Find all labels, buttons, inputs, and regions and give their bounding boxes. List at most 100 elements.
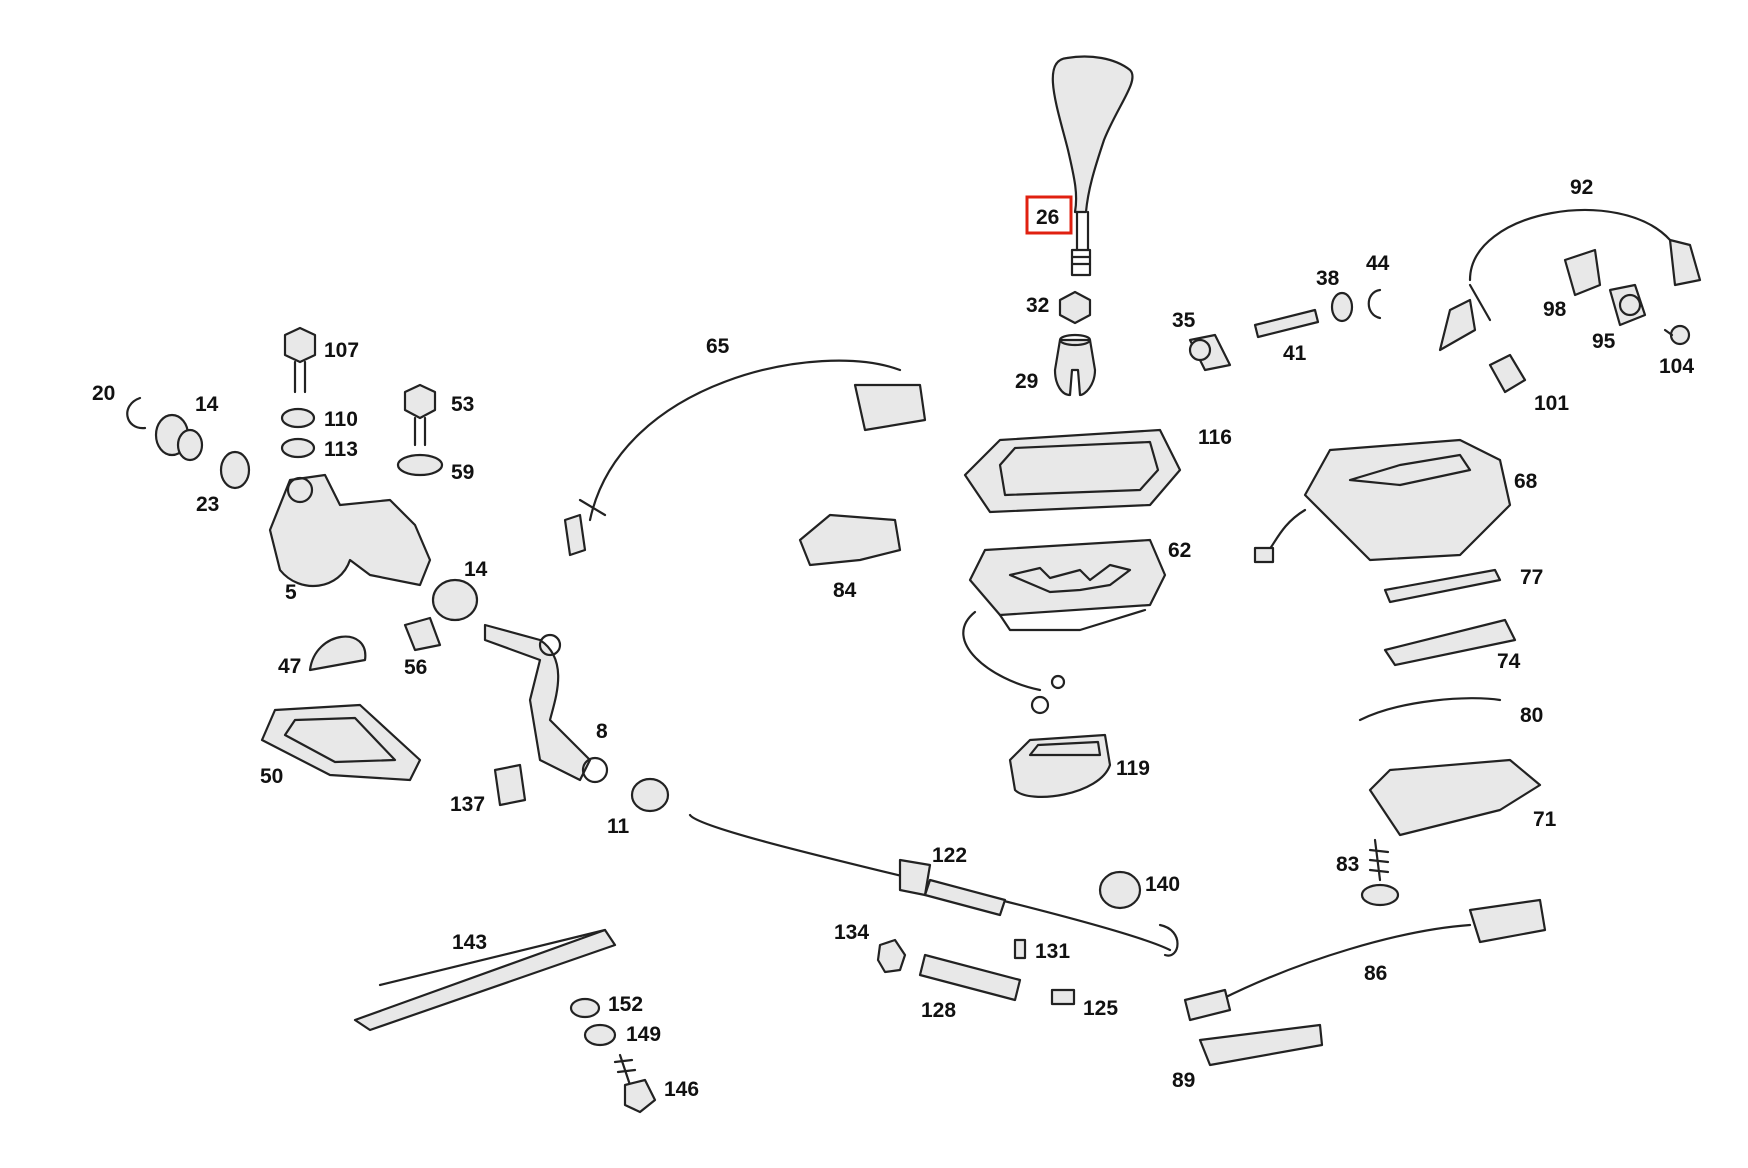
label-23[interactable]: 23	[196, 493, 219, 516]
label-134[interactable]: 134	[834, 921, 869, 944]
label-47[interactable]: 47	[278, 655, 301, 678]
part-131-clip[interactable]	[1013, 938, 1027, 960]
label-119[interactable]: 119	[1116, 757, 1150, 780]
part-137-clip[interactable]	[493, 763, 527, 807]
label-110[interactable]: 110	[324, 408, 358, 431]
part-5-bracket[interactable]	[268, 473, 432, 588]
part-122-rod[interactable]	[688, 813, 1179, 957]
label-50[interactable]: 50	[260, 765, 283, 788]
part-20-circlip[interactable]	[126, 396, 147, 430]
part-23-ring[interactable]	[219, 450, 251, 490]
part-134-nut[interactable]	[876, 938, 907, 974]
label-140[interactable]: 140	[1145, 873, 1180, 896]
label-137[interactable]: 137	[450, 793, 485, 816]
part-53-bolt[interactable]	[403, 383, 437, 447]
label-65[interactable]: 65	[706, 335, 730, 358]
part-74-strip[interactable]	[1383, 618, 1517, 667]
label-38[interactable]: 38	[1316, 267, 1340, 290]
label-41[interactable]: 41	[1283, 342, 1307, 365]
part-116-trim[interactable]	[963, 428, 1182, 514]
part-149-washer[interactable]	[583, 1023, 617, 1047]
part-38-washer[interactable]	[1330, 291, 1354, 323]
part-152-spring-washer[interactable]	[569, 997, 601, 1019]
label-20[interactable]: 20	[92, 382, 115, 405]
part-62-gate[interactable]	[962, 538, 1167, 715]
label-131[interactable]: 131	[1035, 940, 1070, 963]
part-84-bracket[interactable]	[798, 513, 902, 567]
part-140-bushing[interactable]	[1098, 870, 1142, 910]
part-41-pin[interactable]	[1253, 308, 1320, 339]
label-62[interactable]: 62	[1168, 539, 1191, 562]
part-107-bolt[interactable]	[283, 326, 317, 394]
part-26-shift-lever[interactable]	[1051, 55, 1134, 277]
label-83[interactable]: 83	[1336, 853, 1359, 876]
label-143[interactable]: 143	[452, 931, 487, 954]
label-5[interactable]: 5	[285, 581, 297, 604]
part-44-clip[interactable]	[1367, 288, 1382, 320]
label-122[interactable]: 122	[932, 844, 967, 867]
label-89[interactable]: 89	[1172, 1069, 1195, 1092]
part-92-cable[interactable]	[1438, 208, 1702, 352]
part-98-clip[interactable]	[1563, 248, 1602, 297]
part-128-pin[interactable]	[918, 953, 1022, 1002]
part-71-bracket[interactable]	[1368, 758, 1542, 837]
label-71[interactable]: 71	[1533, 808, 1557, 831]
part-65-cable[interactable]	[563, 359, 927, 557]
label-14b[interactable]: 14	[464, 558, 488, 581]
part-86-cable[interactable]	[1183, 898, 1547, 1022]
label-86[interactable]: 86	[1364, 962, 1387, 985]
part-89-bracket[interactable]	[1198, 1023, 1324, 1067]
label-80[interactable]: 80	[1520, 704, 1543, 727]
part-8-lever[interactable]	[483, 623, 609, 784]
label-92[interactable]: 92	[1570, 176, 1593, 199]
part-14-bushing-upper[interactable]	[154, 413, 204, 462]
label-8[interactable]: 8	[596, 720, 608, 743]
label-77[interactable]: 77	[1520, 566, 1543, 589]
part-104-bulb[interactable]	[1663, 324, 1691, 346]
label-26[interactable]: 26	[1036, 206, 1059, 229]
label-152[interactable]: 152	[608, 993, 643, 1016]
part-47-grommet[interactable]	[308, 635, 367, 672]
label-44[interactable]: 44	[1366, 252, 1390, 275]
part-125-sleeve[interactable]	[1050, 988, 1076, 1006]
part-68-housing[interactable]	[1253, 438, 1512, 564]
label-11[interactable]: 11	[607, 815, 630, 838]
part-80-spring[interactable]	[1358, 697, 1502, 722]
part-83-screw[interactable]	[1360, 838, 1400, 907]
part-11-bushing[interactable]	[630, 777, 670, 813]
part-143-rail[interactable]	[353, 928, 617, 1032]
label-146[interactable]: 146	[664, 1078, 699, 1101]
part-35-bushing[interactable]	[1188, 333, 1232, 372]
label-101[interactable]: 101	[1534, 392, 1569, 415]
part-146-screw[interactable]	[613, 1053, 657, 1114]
label-84[interactable]: 84	[833, 579, 857, 602]
label-68[interactable]: 68	[1514, 470, 1538, 493]
label-56[interactable]: 56	[404, 656, 427, 679]
label-107[interactable]: 107	[324, 339, 359, 362]
label-104[interactable]: 104	[1659, 355, 1694, 378]
part-14-bushing-lower[interactable]	[431, 578, 479, 622]
part-101-socket[interactable]	[1488, 353, 1527, 394]
part-50-seal[interactable]	[260, 703, 422, 782]
part-110-washer[interactable]	[280, 407, 316, 429]
label-98[interactable]: 98	[1543, 298, 1567, 321]
label-32[interactable]: 32	[1026, 294, 1049, 317]
part-56-clip[interactable]	[403, 616, 442, 652]
part-32-nut[interactable]	[1058, 290, 1092, 325]
part-59-washer[interactable]	[396, 453, 444, 477]
label-53[interactable]: 53	[451, 393, 474, 416]
part-29-clamp[interactable]	[1053, 333, 1097, 397]
part-119-boot[interactable]	[1008, 733, 1112, 798]
label-59[interactable]: 59	[451, 461, 474, 484]
label-149[interactable]: 149	[626, 1023, 661, 1046]
part-77-strip[interactable]	[1383, 568, 1502, 604]
label-113[interactable]: 113	[324, 438, 358, 461]
label-14[interactable]: 14	[195, 393, 219, 416]
label-128[interactable]: 128	[921, 999, 956, 1022]
label-35[interactable]: 35	[1172, 309, 1196, 332]
part-95-switch[interactable]	[1608, 283, 1647, 327]
part-113-washer[interactable]	[280, 437, 316, 459]
label-29[interactable]: 29	[1015, 370, 1038, 393]
label-116[interactable]: 116	[1198, 426, 1232, 449]
label-95[interactable]: 95	[1592, 330, 1616, 353]
